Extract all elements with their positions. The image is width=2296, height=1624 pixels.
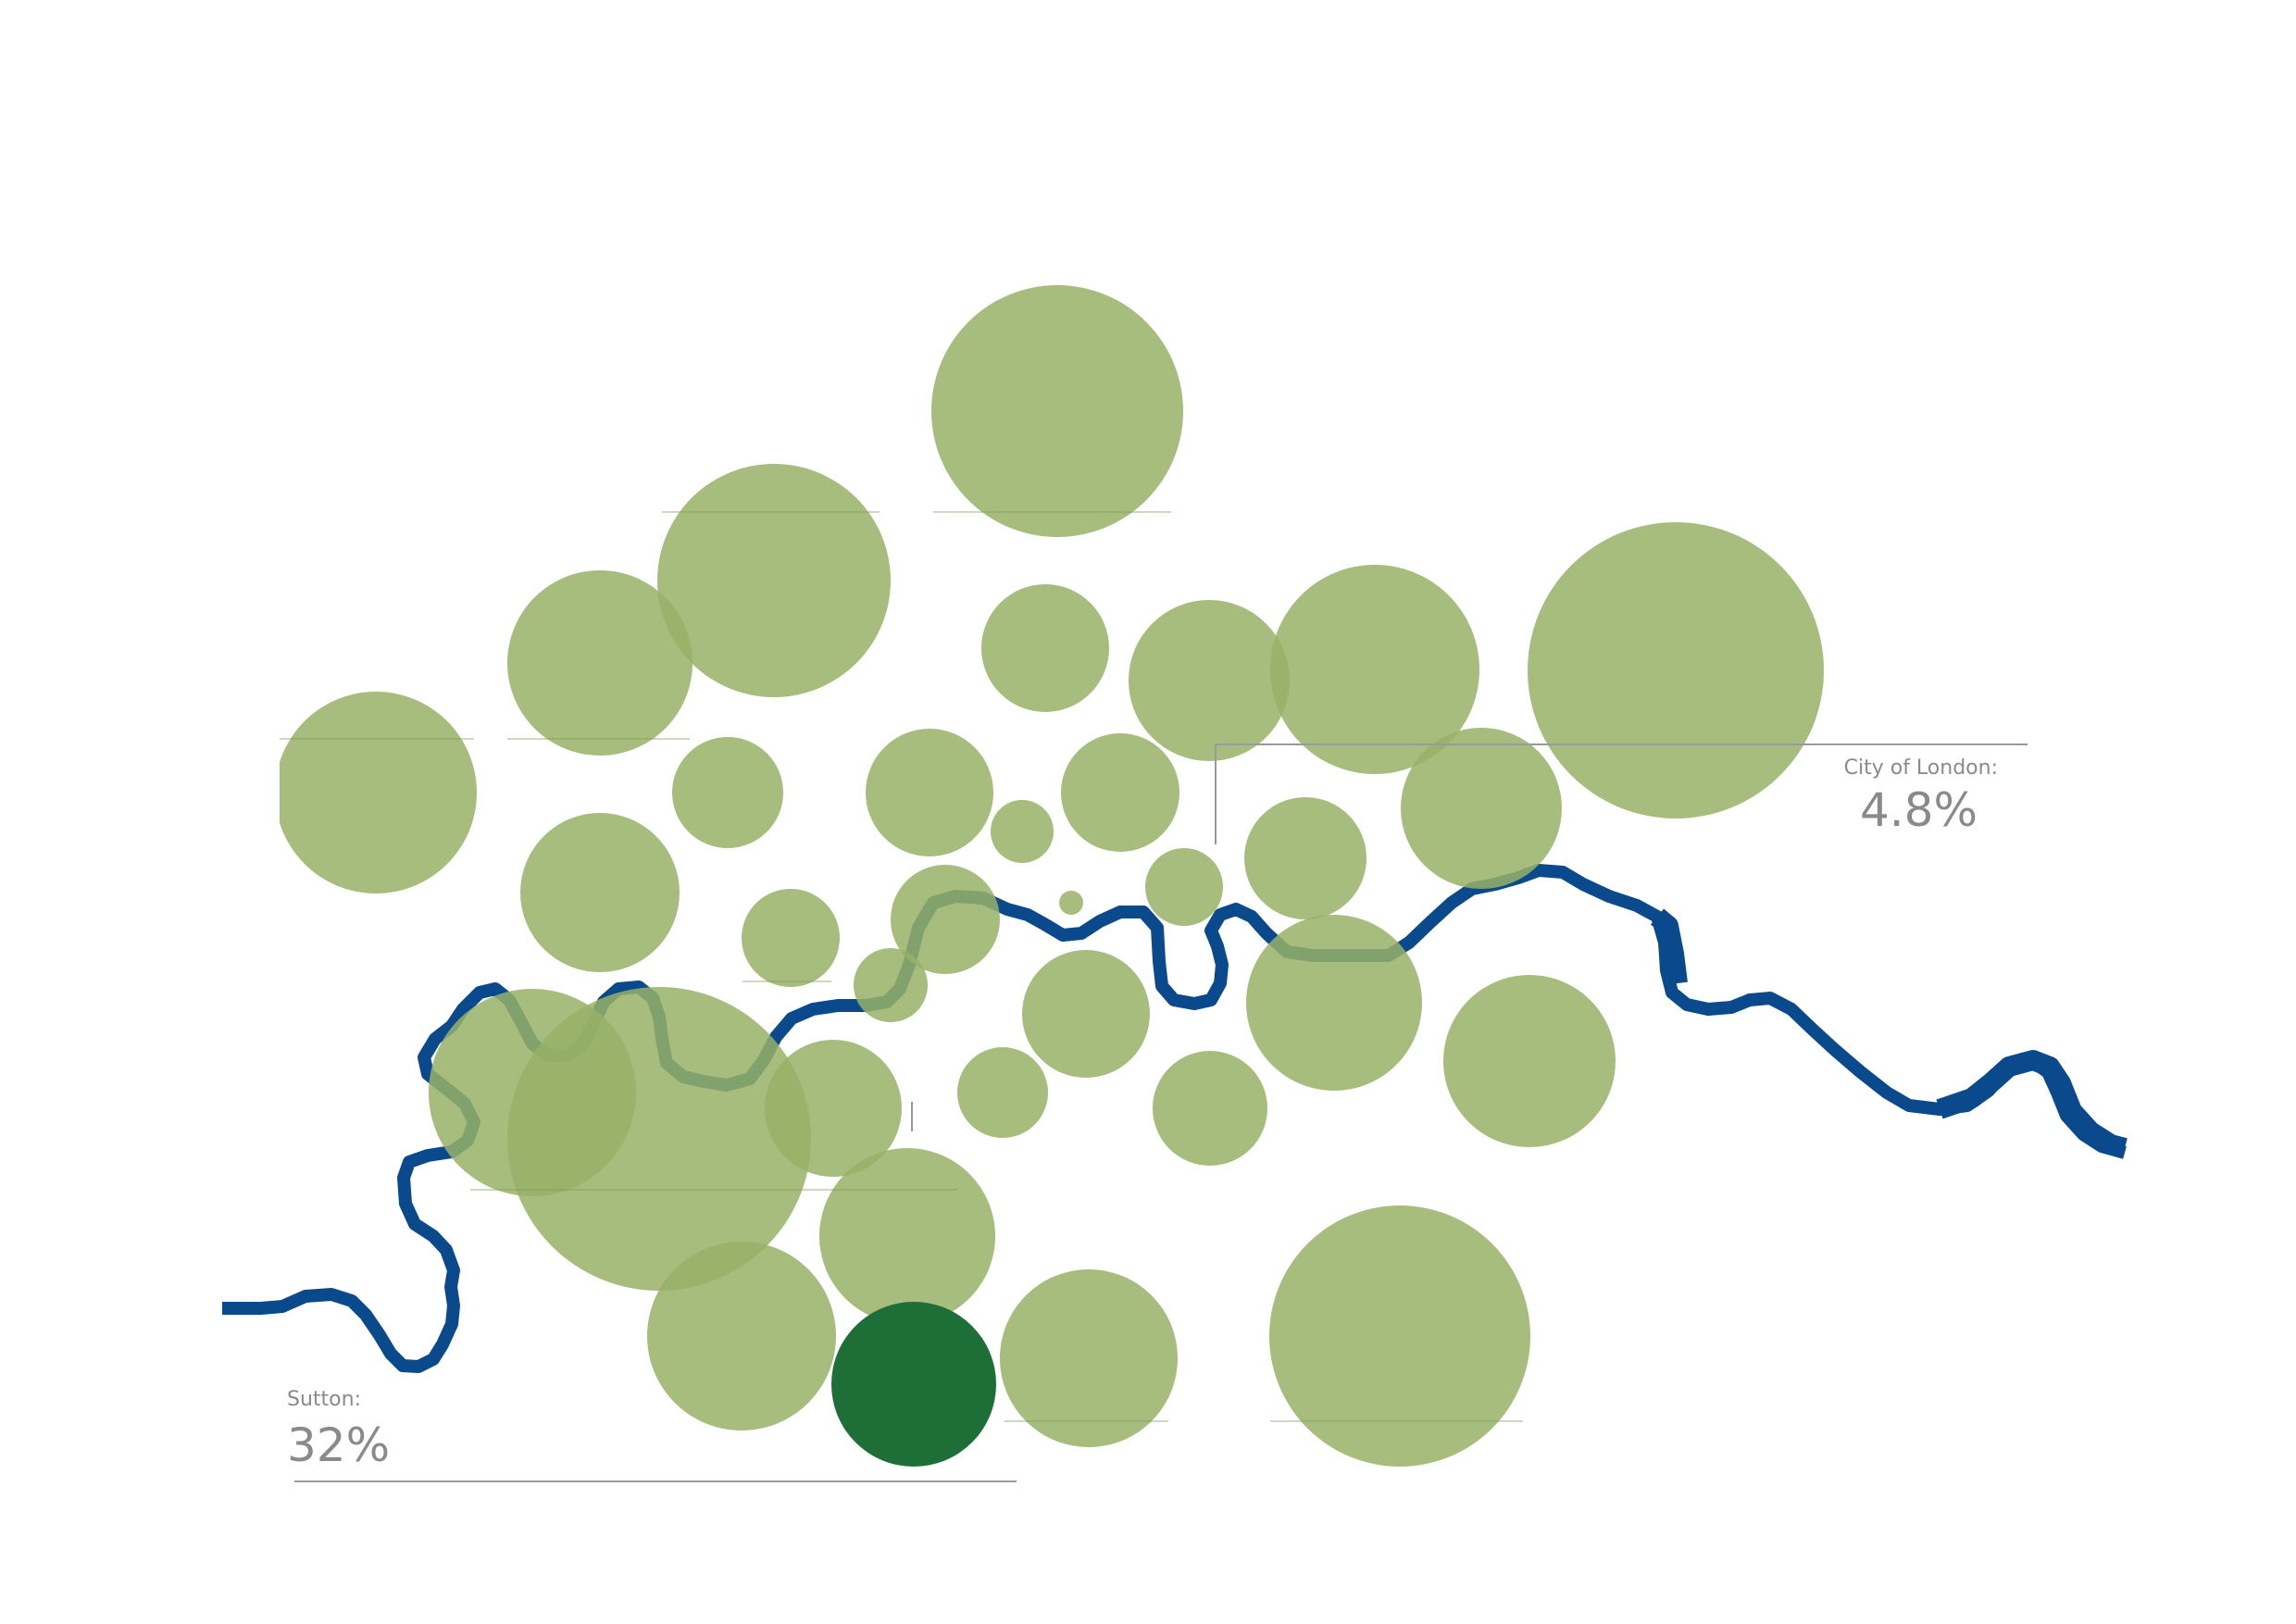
- callout-sutton: Sutton: 32%: [287, 1102, 1017, 1482]
- borough-bubble: [931, 285, 1183, 537]
- sutton-value: 32%: [287, 1418, 390, 1472]
- river-thames-estuary: [1650, 908, 2128, 1158]
- borough-bubble: [991, 800, 1054, 863]
- borough-bubble: [1244, 797, 1366, 919]
- borough-bubble: [1401, 728, 1562, 889]
- borough-bubble: [520, 813, 680, 972]
- borough-bubble: [819, 1148, 995, 1324]
- borough-bubble: [1059, 891, 1083, 915]
- callout-city-of-london: City of London: 4.8%: [1215, 743, 2028, 844]
- borough-bubble: [1443, 975, 1616, 1147]
- borough-bubble: [765, 1040, 902, 1177]
- borough-bubble: [957, 1047, 1048, 1138]
- borough-bubble: [657, 464, 891, 697]
- borough-bubble: [1022, 950, 1150, 1078]
- borough-bubble: [1153, 1051, 1267, 1166]
- city-of-london-name: City of London:: [1844, 756, 1998, 780]
- borough-bubble: [1061, 733, 1179, 852]
- city-of-london-value: 4.8%: [1860, 783, 1978, 837]
- borough-bubble-sutton: [831, 1302, 996, 1467]
- borough-bubble: [891, 865, 1000, 974]
- sutton-name: Sutton:: [287, 1388, 361, 1411]
- borough-bubble: [507, 987, 811, 1291]
- borough-bubble: [507, 570, 693, 756]
- borough-bubble: [854, 948, 928, 1022]
- borough-bubble: [647, 1242, 836, 1430]
- borough-bubbles: [280, 285, 1824, 1467]
- borough-bubble: [1129, 600, 1290, 761]
- borough-bubble: [1269, 1206, 1530, 1467]
- borough-bubble: [1000, 1269, 1178, 1447]
- bubble-guide-lines: [280, 511, 1523, 1422]
- borough-bubble: [1246, 915, 1422, 1091]
- borough-bubble: [1270, 565, 1479, 774]
- borough-bubble: [742, 889, 840, 987]
- borough-bubble: [280, 692, 477, 893]
- borough-bubble: [981, 584, 1109, 712]
- borough-bubble: [1145, 848, 1223, 926]
- borough-bubble: [1528, 522, 1824, 818]
- borough-bubble: [866, 729, 993, 856]
- borough-bubble: [672, 737, 783, 848]
